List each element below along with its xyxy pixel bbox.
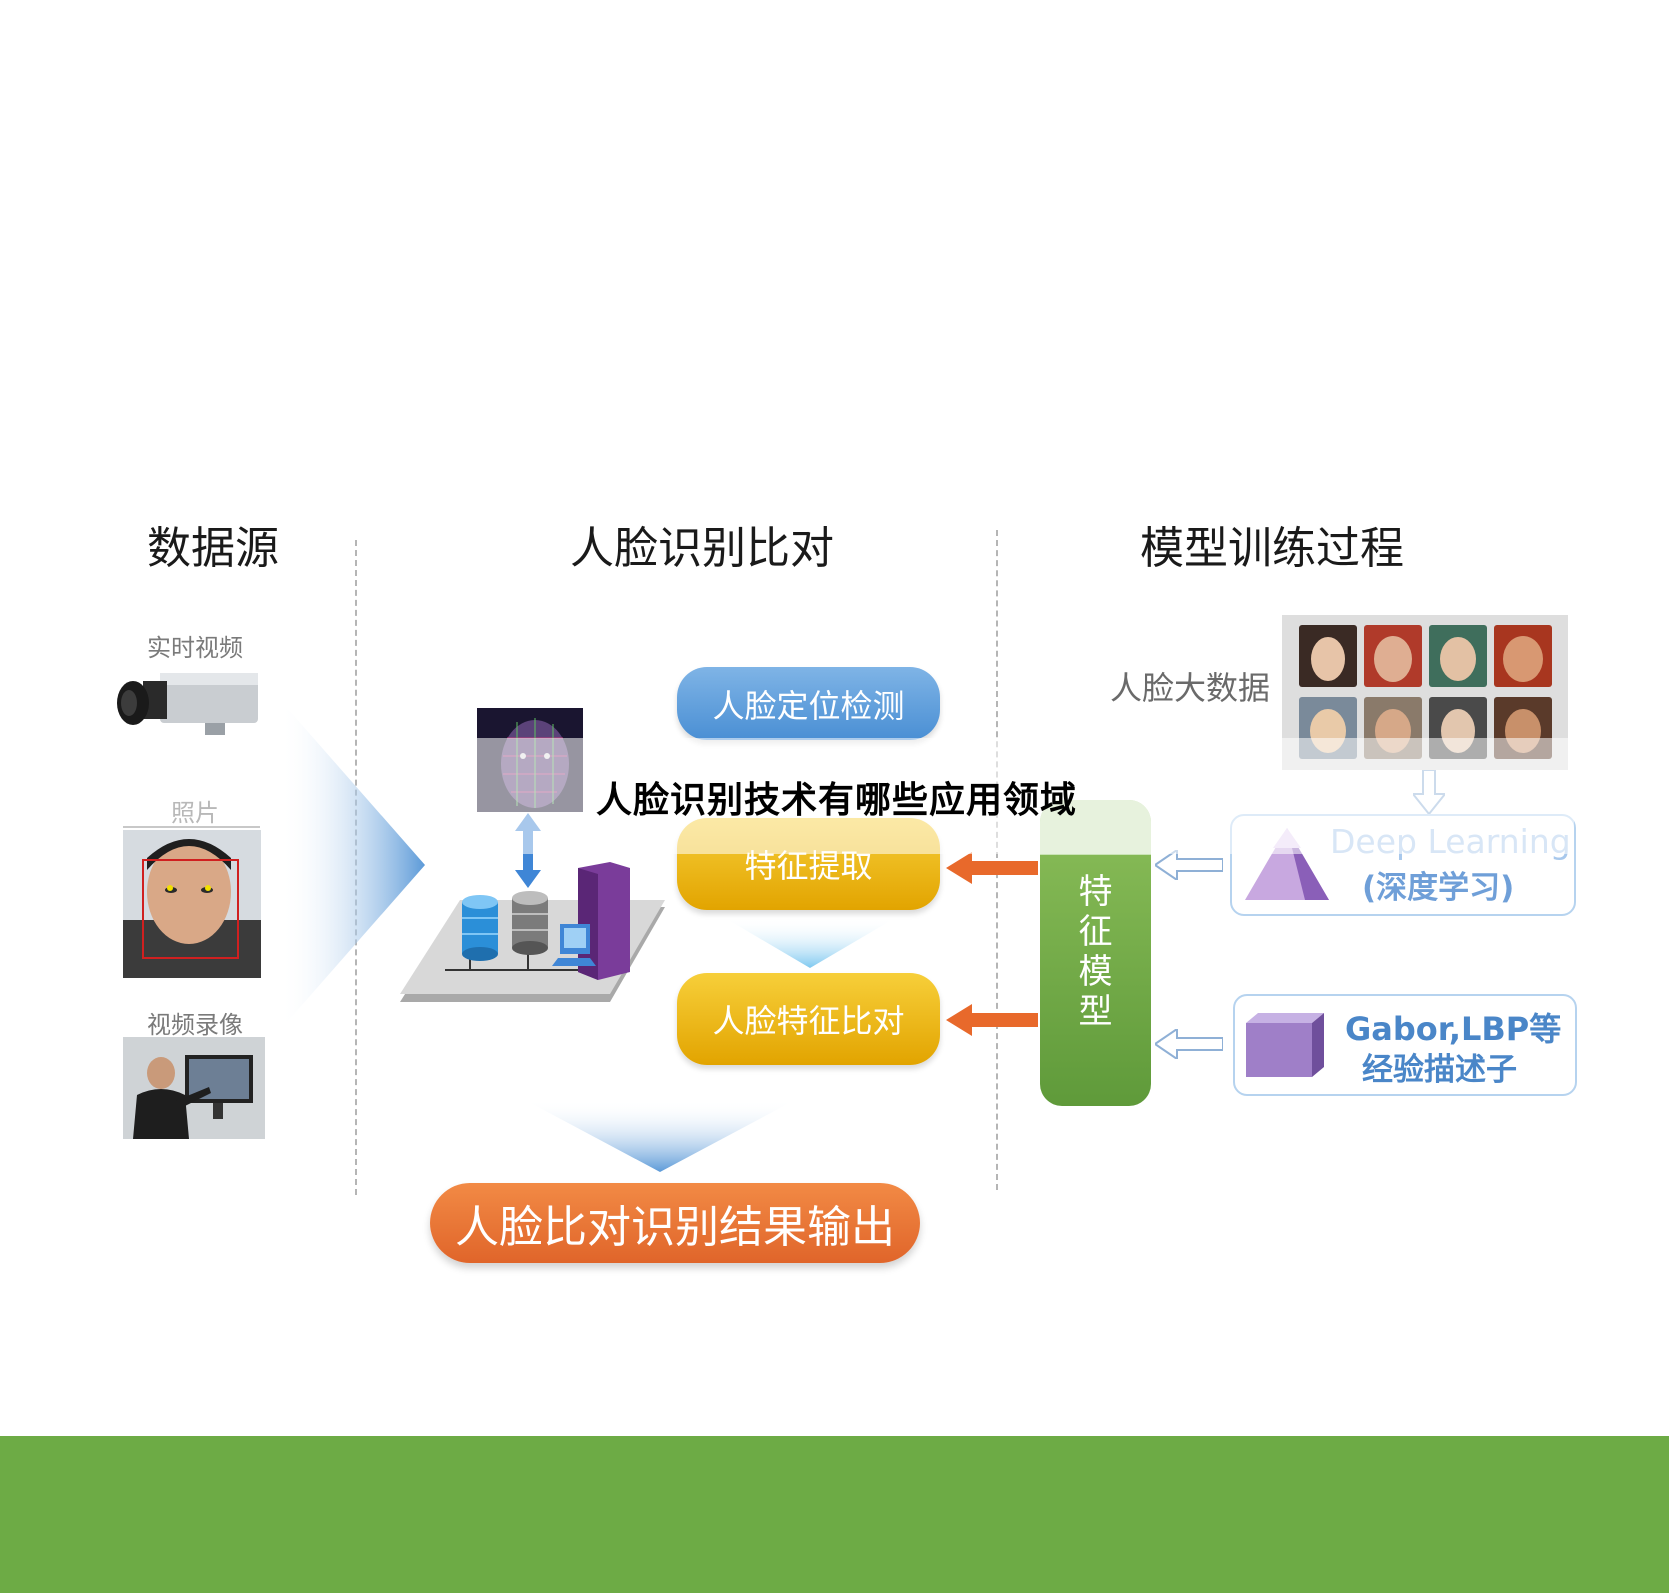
overlay-band [462, 738, 1574, 854]
source-live-video-label: 实时视频 [147, 634, 243, 662]
face-photo [123, 830, 261, 978]
face-big-data-label: 人脸大数据 [1110, 669, 1271, 707]
face-thumbnail [1494, 625, 1552, 687]
arrow-from-deep-learning-icon [1155, 850, 1223, 880]
database-server-illustration [400, 862, 665, 1002]
overlay-title: 人脸识别技术有哪些应用领域 [596, 780, 1078, 821]
descriptor-line1: Gabor,LBP等 [1345, 1010, 1562, 1048]
result-output-step: 人脸比对识别结果输出 [430, 1183, 920, 1263]
flow-chevron-2 [525, 1100, 795, 1172]
header-model-training: 模型训练过程 [1140, 523, 1404, 574]
face-thumbnail [1429, 625, 1487, 687]
header-data-source: 数据源 [147, 523, 279, 574]
source-flow-chevron [280, 700, 425, 1030]
face-thumbnail [1364, 625, 1422, 687]
source-photo-label: 照片 [171, 799, 219, 827]
cube-icon [1246, 1013, 1324, 1077]
camera-icon [117, 673, 258, 735]
green-footer-bar [0, 1436, 1669, 1593]
feature-model-label: 特 征 模 型 [1078, 872, 1113, 1032]
face-detection-step: 人脸定位检测 [677, 667, 940, 740]
feature-comparison-step: 人脸特征比对 [677, 973, 940, 1065]
arrow-to-extraction-icon [946, 852, 1038, 884]
video-recording-photo [123, 1037, 265, 1139]
deep-learning-subtitle: (深度学习) [1362, 870, 1515, 906]
flow-chevron-1 [725, 918, 895, 968]
arrow-to-comparison-icon [946, 1004, 1038, 1036]
header-face-matching: 人脸识别比对 [570, 523, 834, 574]
photo-divider [123, 826, 260, 828]
divider-right [996, 530, 998, 1190]
descriptor-line2: 经验描述子 [1362, 1052, 1517, 1088]
arrow-from-descriptor-icon [1155, 1029, 1223, 1059]
descriptor-card [1233, 994, 1577, 1096]
face-thumbnail [1299, 625, 1357, 687]
source-recorded-video-label: 视频录像 [147, 1011, 243, 1039]
